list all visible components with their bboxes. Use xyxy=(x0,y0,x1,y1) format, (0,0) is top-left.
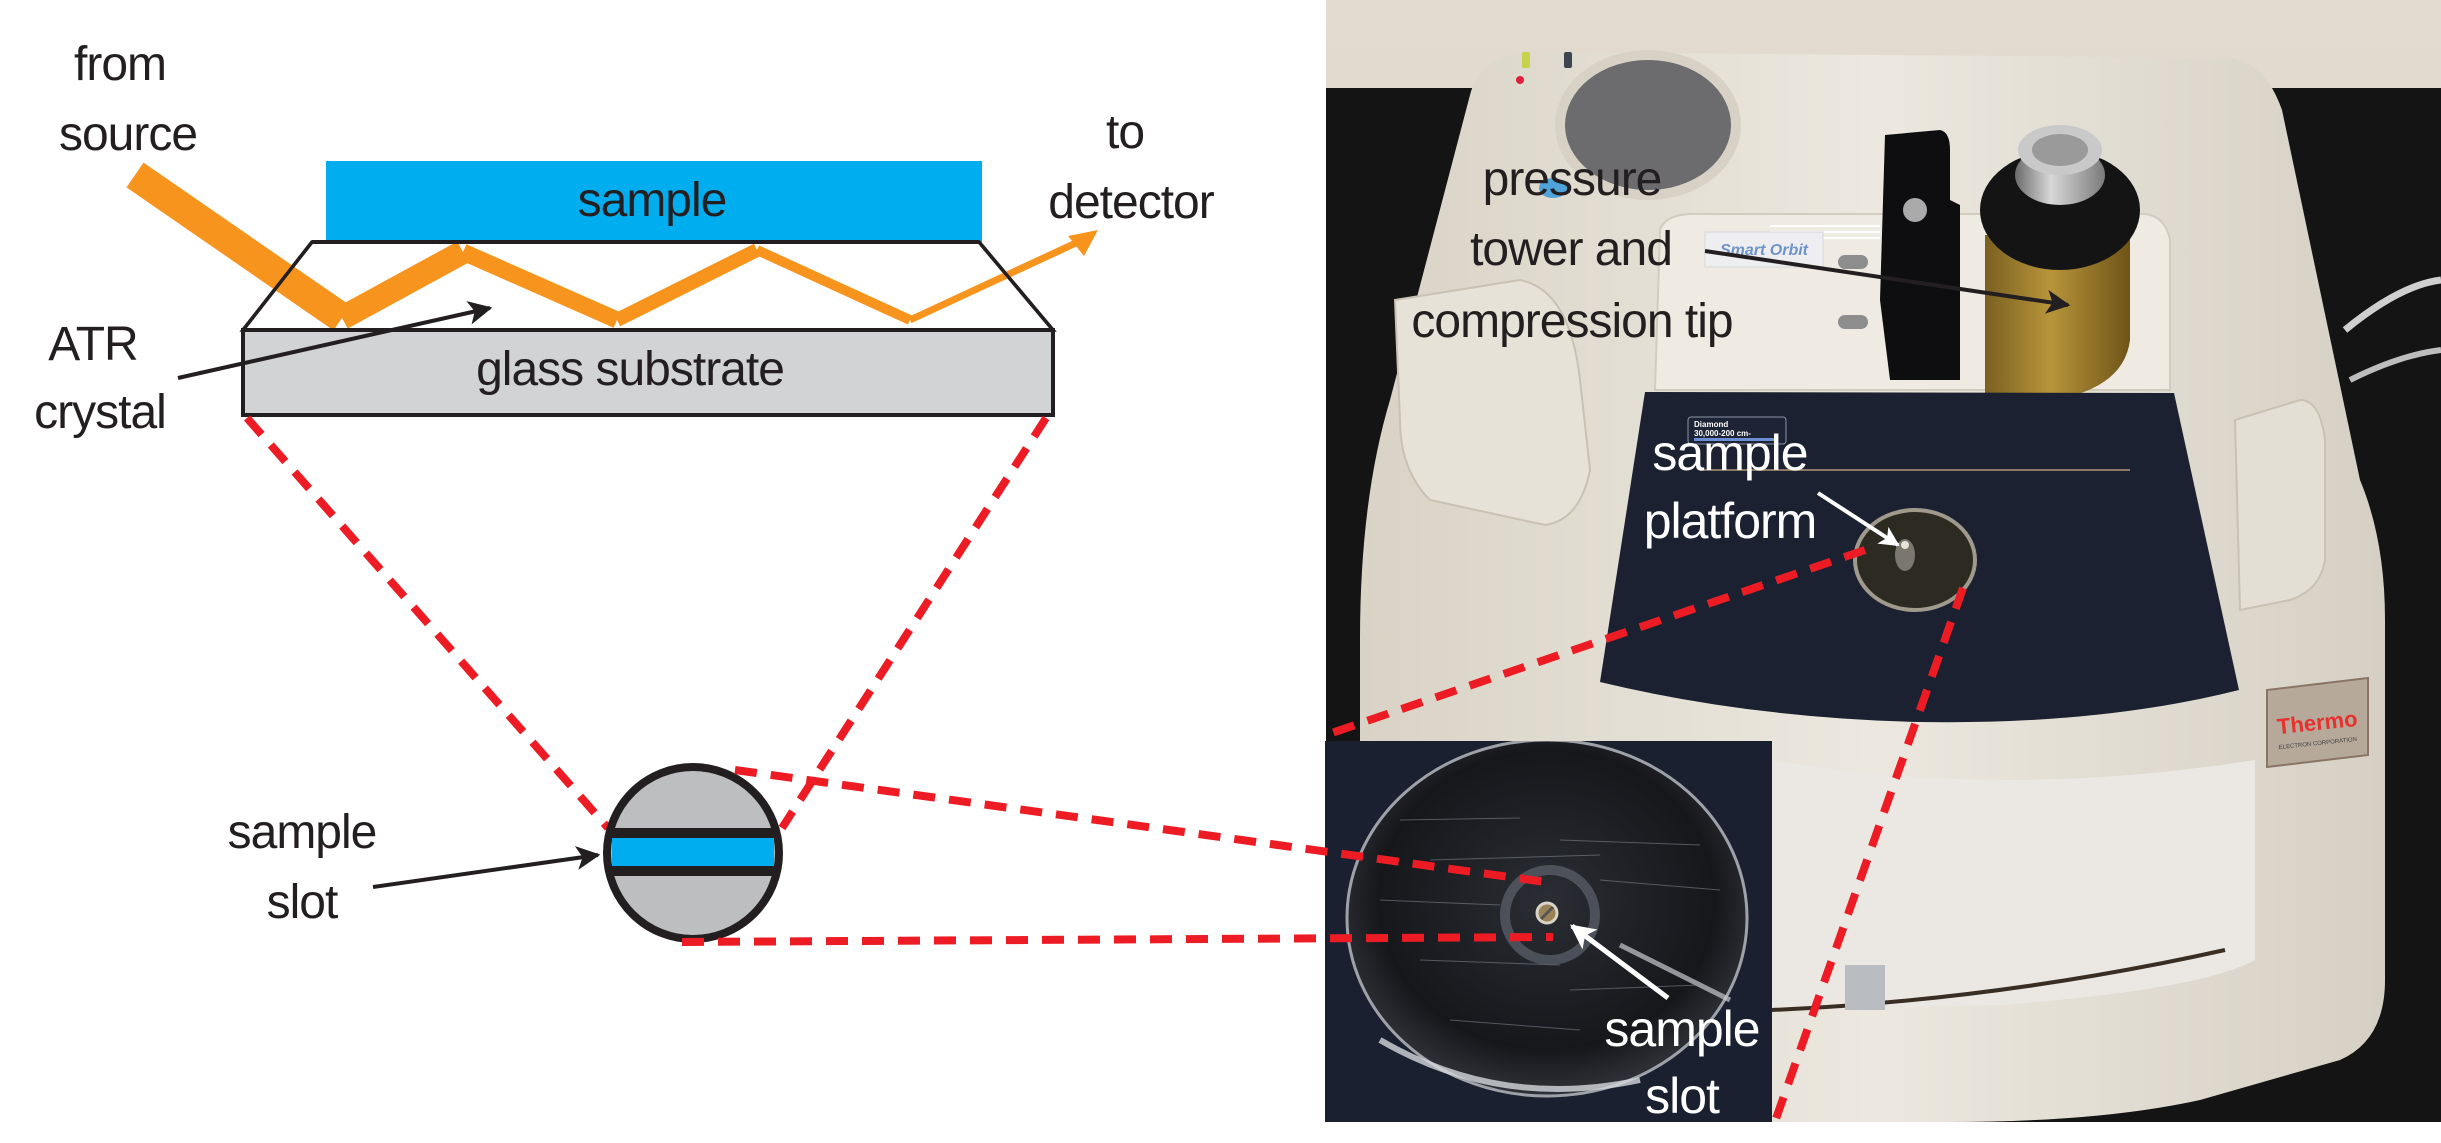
label-slot-sample: sample xyxy=(228,806,377,859)
label-slot-slot: slot xyxy=(267,876,338,929)
photo-cable xyxy=(2342,276,2441,333)
label-from: from xyxy=(74,38,166,91)
label-to: to xyxy=(1106,106,1144,159)
label-pressure: pressure xyxy=(1483,153,1662,206)
label-atr: ATR xyxy=(48,318,137,371)
sample-slot-arrow xyxy=(372,846,601,889)
label-inset-slot: slot xyxy=(1645,1068,1720,1124)
slot-bottom-bar xyxy=(610,866,776,876)
connector-bottom xyxy=(681,933,1554,946)
blue-button xyxy=(1539,178,1567,198)
connector-top xyxy=(734,766,1554,887)
beam-segment-3 xyxy=(459,244,621,328)
beam-segment-2 xyxy=(336,241,469,329)
pressure-tower-arrow xyxy=(1704,249,2071,314)
label-sample: sample xyxy=(578,174,727,227)
beam-segment-5 xyxy=(754,245,913,325)
atr-schematic: from source to detector sample glass sub… xyxy=(34,38,1216,943)
label-inset-sample: sample xyxy=(1604,1001,1759,1057)
zoom-lines-connectors xyxy=(681,546,1967,1132)
pressure-tower xyxy=(1838,125,2140,490)
led-blue xyxy=(1564,52,1572,68)
diamond-text-1: Diamond xyxy=(1694,420,1728,429)
label-sample-platform-2: platform xyxy=(1644,493,1817,549)
label-source: source xyxy=(59,108,197,161)
diamond-badge xyxy=(1687,416,1787,445)
label-glass-substrate: glass substrate xyxy=(476,343,784,396)
connector-platform-right xyxy=(1768,586,1967,1132)
glass-substrate xyxy=(241,328,1055,417)
inset-slot-arrow xyxy=(1570,924,1670,1000)
photo-annotations: pressure tower and compression tip sampl… xyxy=(1411,153,2071,1124)
disk-scratches xyxy=(1379,817,1721,1031)
slot-top-bar xyxy=(610,828,776,838)
ir-beam xyxy=(126,162,1098,331)
front-drawer xyxy=(1772,760,2255,1010)
grey-pad xyxy=(1555,50,1741,200)
beam-segment-1 xyxy=(126,162,351,331)
led-green xyxy=(1522,52,1530,68)
led-red xyxy=(1516,76,1524,84)
beam-arrowhead xyxy=(1068,230,1098,256)
body-left-panel xyxy=(1393,278,1592,527)
zoom-lines-schematic xyxy=(243,415,1050,831)
body-right-panel xyxy=(2233,398,2326,612)
atr-crystal-arrow xyxy=(177,301,493,380)
inset-photo xyxy=(1325,741,1772,1122)
thermo-badge: Thermo ELECTRON CORPORATION xyxy=(2266,676,2369,769)
slot-sample-band xyxy=(612,838,774,866)
sample-platform-arrow xyxy=(1816,491,1900,547)
label-detector: detector xyxy=(1048,176,1214,229)
diamond-text-2: 30,000-200 cm- xyxy=(1694,429,1751,438)
label-sample-platform-1: sample xyxy=(1652,425,1807,481)
label-compression-tip: compression tip xyxy=(1411,295,1732,348)
connector-platform-left xyxy=(1324,546,1867,739)
label-crystal: crystal xyxy=(34,386,166,439)
label-tower-and: tower and xyxy=(1470,223,1672,276)
sample-layer xyxy=(326,161,982,242)
beam-segment-6 xyxy=(908,238,1080,324)
beam-segment-4 xyxy=(613,243,761,327)
instrument-photo: Smart Orbit Diamond 30,000-200 cm- xyxy=(1326,0,2441,1122)
sample-slot-diagram xyxy=(603,763,783,943)
slot-ring xyxy=(1500,865,1600,965)
